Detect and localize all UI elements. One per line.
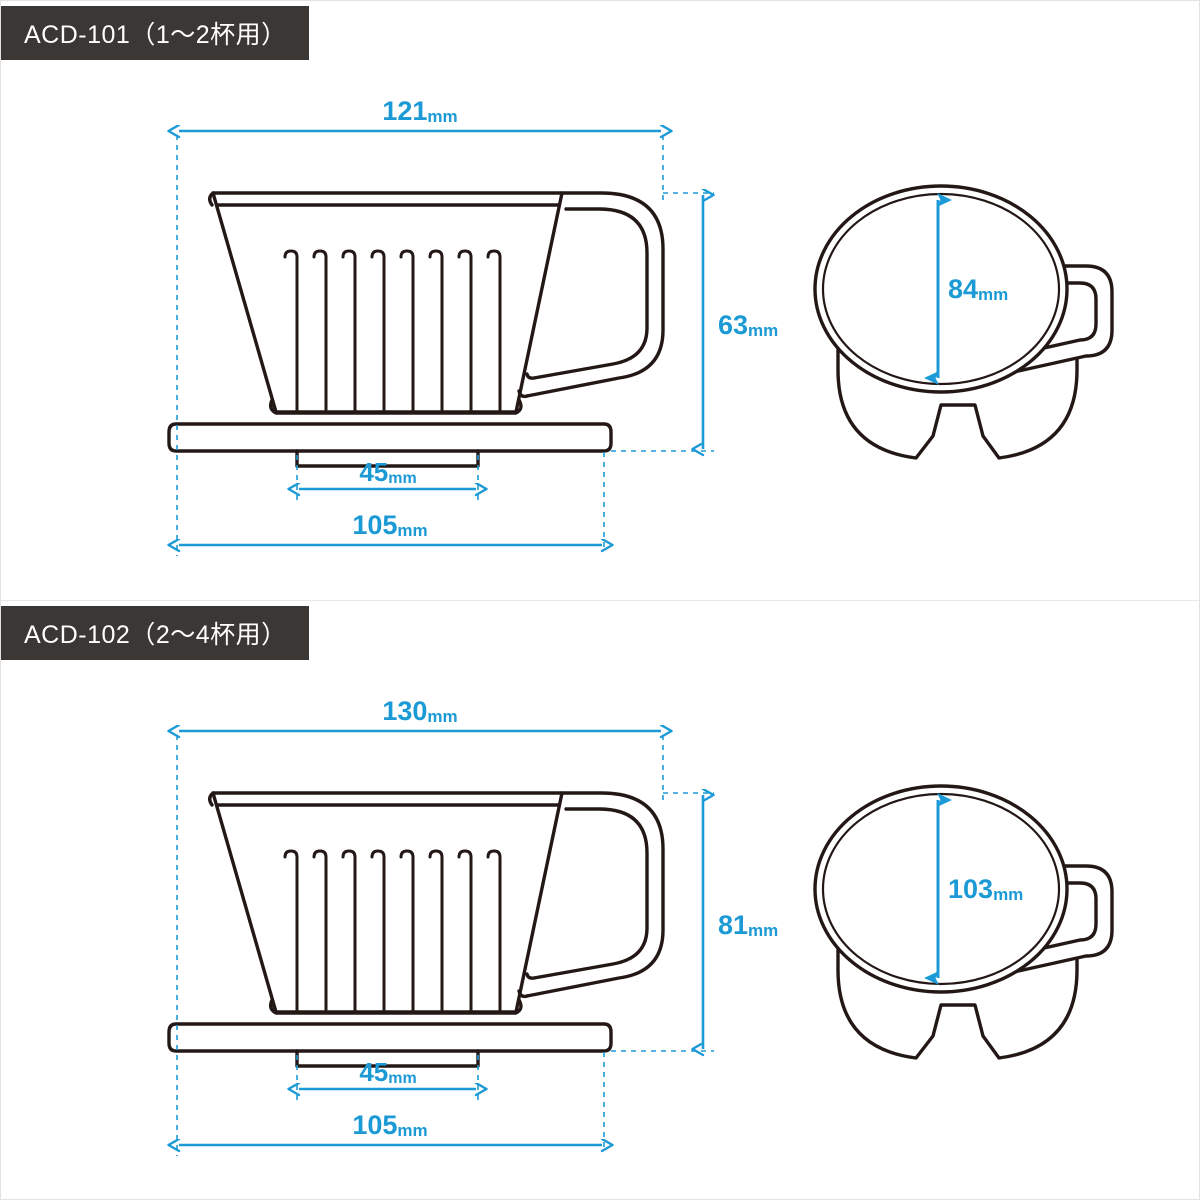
top-view-dripper-acd-101 (813, 184, 1114, 460)
product-section-acd-101: ACD-101（1〜2杯用） (0, 6, 1114, 556)
top-view-dripper-acd-102 (813, 784, 1114, 1060)
side-view-dripper-acd-101 (167, 191, 665, 468)
dimension-top-diameter-value: 103mm (948, 874, 1023, 904)
dimension-base-inner-width-value: 45mm (359, 457, 416, 487)
dimension-base-width-value: 105mm (352, 1110, 427, 1140)
side-view-dripper-acd-102 (167, 791, 665, 1068)
dimension-height-value: 81mm (718, 910, 778, 940)
dimension-base-width-value: 105mm (352, 510, 427, 540)
dimension-height-value: 63mm (718, 310, 778, 340)
dimension-base-inner-width-value: 45mm (359, 1057, 416, 1087)
dimension-lines-top-acd-101: 84mm (924, 193, 1008, 385)
section-title-tab-acd-101: ACD-101（1〜2杯用） (0, 6, 309, 60)
section-divider (0, 600, 1200, 601)
product-section-acd-102: ACD-102（2〜4杯用） (0, 600, 1200, 1200)
dimension-lines-top-acd-102: 103mm (924, 793, 1023, 985)
dimension-overall-width-value: 130mm (382, 696, 457, 726)
dimension-lines-side-acd-102: 130mm 81mm 45mm 105mm (177, 696, 778, 1156)
section-title-tab-acd-102: ACD-102（2〜4杯用） (0, 606, 309, 660)
drawing-stage-acd-102: 130mm 81mm 45mm 105mm (0, 600, 1200, 1200)
dimension-lines-side-acd-101: 121mm 63mm 45mm 105mm (177, 96, 778, 556)
dimension-overall-width-value: 121mm (382, 96, 457, 126)
drawing-stage-acd-101: 121mm 63mm 45mm 105mm (167, 96, 1114, 556)
dimension-top-diameter-value: 84mm (948, 274, 1008, 304)
